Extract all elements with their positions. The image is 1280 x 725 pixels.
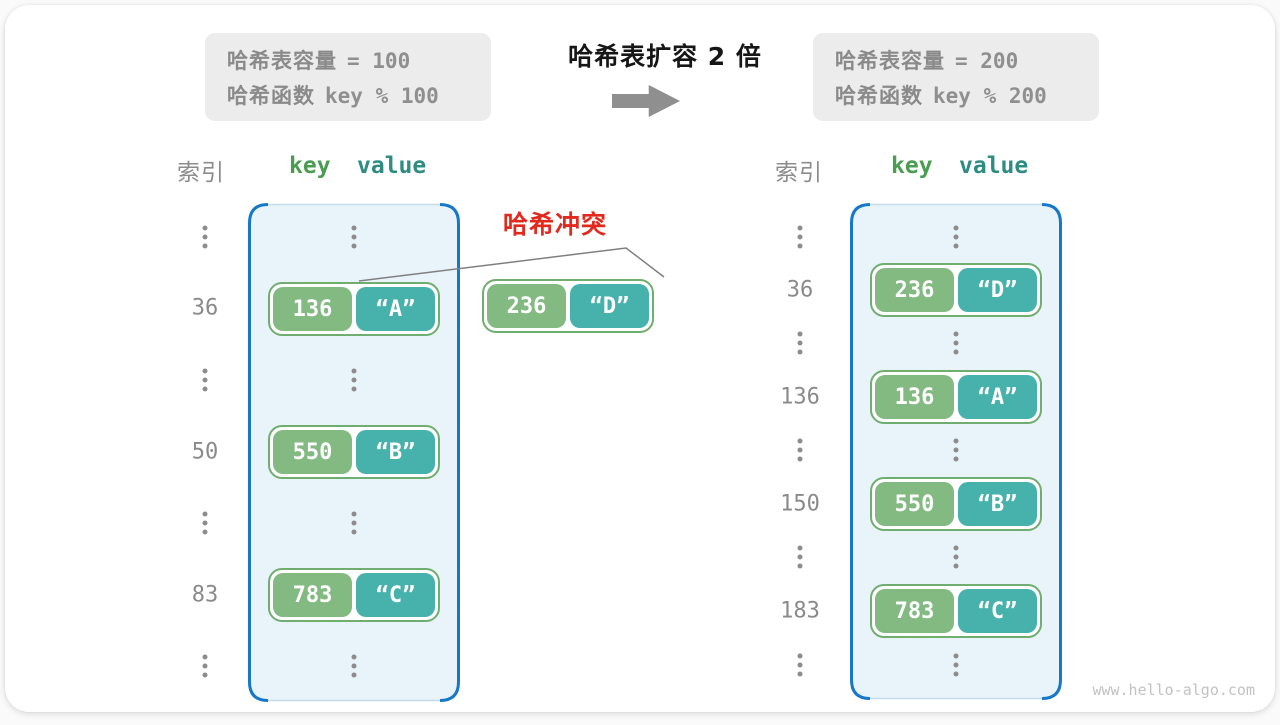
hash-function-line: 哈希函数 key % 200 bbox=[835, 80, 1099, 110]
right-index-label: 36 bbox=[787, 278, 814, 303]
pair-value: “A” bbox=[356, 287, 435, 331]
left-index-label: 36 bbox=[192, 296, 219, 321]
collision-label: 哈希冲突 bbox=[473, 205, 637, 241]
left-key-header: key bbox=[289, 153, 331, 179]
capacity-label: 哈希表容量 bbox=[835, 45, 945, 75]
pair-key: 136 bbox=[875, 375, 954, 419]
pair-key: 783 bbox=[875, 589, 954, 633]
left-index-label: 83 bbox=[192, 583, 219, 608]
capacity-line: 哈希表容量 = 200 bbox=[835, 45, 1099, 75]
pair-key: 550 bbox=[875, 482, 954, 526]
pair-value: “B” bbox=[958, 482, 1037, 526]
pair-783-C: 783 “C” bbox=[268, 568, 440, 622]
pair-236-D: 236 “D” bbox=[870, 263, 1042, 317]
ellipsis-icon bbox=[954, 332, 959, 355]
ellipsis-icon bbox=[954, 654, 959, 677]
right-index-label: 183 bbox=[780, 599, 820, 624]
pair-key: 550 bbox=[273, 430, 352, 474]
ellipsis-icon bbox=[798, 439, 803, 462]
ellipsis-icon bbox=[352, 369, 357, 392]
pair-value: “D” bbox=[958, 268, 1037, 312]
pair-550-B: 550 “B” bbox=[870, 477, 1042, 531]
capacity-value: = 100 bbox=[347, 49, 410, 73]
pair-value: “D” bbox=[570, 284, 649, 328]
ellipsis-icon bbox=[798, 332, 803, 355]
pair-136-A: 136 “A” bbox=[268, 282, 440, 336]
arrow-right-icon bbox=[612, 85, 680, 117]
ellipsis-icon bbox=[203, 512, 208, 535]
pair-236-D-standalone: 236 “D” bbox=[482, 279, 654, 333]
pair-key: 236 bbox=[487, 284, 566, 328]
capacity-before-box: 哈希表容量 = 100 哈希函数 key % 100 bbox=[205, 33, 491, 121]
pair-key: 783 bbox=[273, 573, 352, 617]
ellipsis-icon bbox=[954, 439, 959, 462]
ellipsis-icon bbox=[798, 226, 803, 249]
right-index-label: 150 bbox=[780, 492, 820, 517]
ellipsis-icon bbox=[954, 226, 959, 249]
ellipsis-icon bbox=[352, 512, 357, 535]
hash-function-value: key % 100 bbox=[325, 84, 439, 108]
right-value-header: value bbox=[959, 153, 1028, 179]
ellipsis-icon bbox=[798, 546, 803, 569]
hash-function-line: 哈希函数 key % 100 bbox=[227, 80, 491, 110]
hash-function-label: 哈希函数 bbox=[835, 80, 923, 110]
pair-value: “C” bbox=[356, 573, 435, 617]
left-index-label: 50 bbox=[192, 440, 219, 465]
pair-136-A: 136 “A” bbox=[870, 370, 1042, 424]
pair-value: “A” bbox=[958, 375, 1037, 419]
ellipsis-icon bbox=[203, 369, 208, 392]
pair-783-C: 783 “C” bbox=[870, 584, 1042, 638]
ellipsis-icon bbox=[203, 226, 208, 249]
right-index-header: 索引 bbox=[775, 153, 823, 187]
pair-550-B: 550 “B” bbox=[268, 425, 440, 479]
diagram-card: 哈希表容量 = 100 哈希函数 key % 100 哈希表扩容 2 倍 哈希表… bbox=[5, 5, 1275, 712]
capacity-label: 哈希表容量 bbox=[227, 45, 337, 75]
right-index-label: 136 bbox=[780, 385, 820, 410]
ellipsis-icon bbox=[798, 654, 803, 677]
left-index-header: 索引 bbox=[177, 153, 225, 187]
capacity-value: = 200 bbox=[955, 49, 1018, 73]
watermark: www.hello-algo.com bbox=[1065, 681, 1255, 699]
ellipsis-icon bbox=[954, 546, 959, 569]
right-key-header: key bbox=[891, 153, 933, 179]
ellipsis-icon bbox=[203, 655, 208, 678]
ellipsis-icon bbox=[352, 226, 357, 249]
capacity-line: 哈希表容量 = 100 bbox=[227, 45, 491, 75]
left-value-header: value bbox=[357, 153, 426, 179]
diagram-title: 哈希表扩容 2 倍 bbox=[540, 37, 790, 73]
pair-key: 236 bbox=[875, 268, 954, 312]
pair-key: 136 bbox=[273, 287, 352, 331]
ellipsis-icon bbox=[352, 655, 357, 678]
hash-function-label: 哈希函数 bbox=[227, 80, 315, 110]
capacity-after-box: 哈希表容量 = 200 哈希函数 key % 200 bbox=[813, 33, 1099, 121]
pair-value: “C” bbox=[958, 589, 1037, 633]
hash-function-value: key % 200 bbox=[933, 84, 1047, 108]
pair-value: “B” bbox=[356, 430, 435, 474]
